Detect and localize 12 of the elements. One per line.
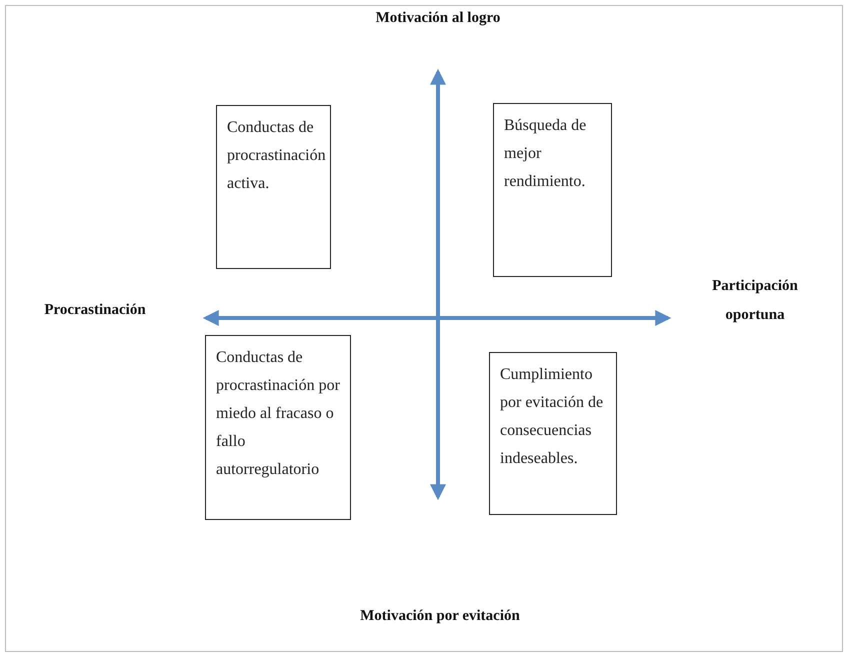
- axis-label: Motivación al logro: [374, 10, 502, 27]
- box-text: Búsqueda de mejor rendimiento.: [504, 117, 586, 190]
- box-text: Conductas de procrastinación activa.: [227, 119, 326, 192]
- axis-label: Motivación por evitación: [359, 608, 521, 625]
- quadrant-box: [205, 335, 351, 520]
- quadrant-box: [489, 352, 617, 515]
- quadrant-box: [216, 105, 331, 269]
- axis-label: Procrastinación: [43, 302, 147, 319]
- axis-label: Participación oportuna: [711, 277, 799, 324]
- box-text: Conductas de procrastinación por miedo al fracaso o fallo autorregulatorio: [216, 349, 340, 478]
- box-text: Cumplimiento por evitación de consecuencias indeseables.: [500, 366, 604, 467]
- quadrant-box: [493, 103, 612, 277]
